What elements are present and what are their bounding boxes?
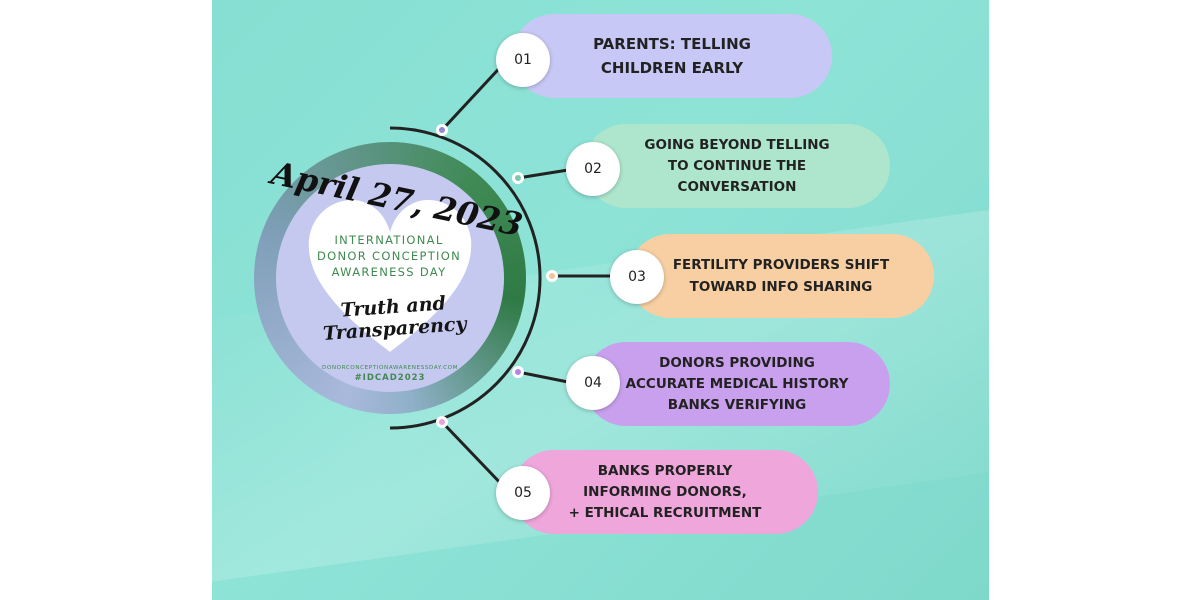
step-05-text: BANKS PROPERLY INFORMING DONORS, + ETHIC… bbox=[568, 462, 762, 521]
step-05-number-badge: 05 bbox=[496, 466, 550, 520]
connector-arc bbox=[389, 126, 542, 430]
heart-icon bbox=[308, 200, 472, 352]
event-title-line: INTERNATIONAL bbox=[334, 233, 444, 247]
step-04-number-badge: 04 bbox=[566, 356, 620, 410]
connector-line-02 bbox=[517, 168, 569, 180]
step-03-number-badge: 03 bbox=[610, 250, 664, 304]
step-02-text: GOING BEYOND TELLING TO CONTINUE THE CON… bbox=[644, 136, 830, 195]
connector-dot-05 bbox=[436, 416, 448, 428]
event-hashtag: #IDCAD2023 bbox=[354, 373, 426, 383]
step-04-text: DONORS PROVIDING ACCURATE MEDICAL HISTOR… bbox=[625, 354, 849, 413]
step-03-text: FERTILITY PROVIDERS SHIFT TOWARD INFO SH… bbox=[672, 257, 890, 295]
step-01-text: PARENTS: TELLING CHILDREN EARLY bbox=[593, 35, 751, 77]
connector-line-05 bbox=[440, 420, 509, 492]
step-04-number: 04 bbox=[584, 375, 602, 391]
connector-dot-04 bbox=[512, 366, 524, 378]
step-03-pill: FERTILITY PROVIDERS SHIFT TOWARD INFO SH… bbox=[628, 234, 934, 318]
step-03-number: 03 bbox=[628, 269, 646, 285]
event-website: DONORCONCEPTIONAWARENESSDAY.COM bbox=[321, 365, 459, 371]
connector-dot-01 bbox=[436, 124, 448, 136]
step-02-number-badge: 02 bbox=[566, 142, 620, 196]
event-title-line: AWARENESS DAY bbox=[331, 265, 447, 279]
step-02-pill: GOING BEYOND TELLING TO CONTINUE THE CON… bbox=[584, 124, 890, 208]
step-05-number: 05 bbox=[514, 485, 532, 501]
connector-line-04 bbox=[517, 370, 569, 384]
step-05-pill: BANKS PROPERLY INFORMING DONORS, + ETHIC… bbox=[512, 450, 818, 534]
step-02-number: 02 bbox=[584, 161, 602, 177]
connector-dot-03 bbox=[546, 270, 558, 282]
connector-dot-02 bbox=[512, 172, 524, 184]
step-01-pill: PARENTS: TELLING CHILDREN EARLY bbox=[512, 14, 832, 98]
infographic-panel: April 27, 2023 INTERNATIONAL DONOR CONCE… bbox=[212, 0, 989, 600]
event-title-line: DONOR CONCEPTION bbox=[317, 249, 461, 263]
connector-line-01 bbox=[440, 58, 509, 132]
connector-lines bbox=[389, 58, 616, 492]
event-title: INTERNATIONAL DONOR CONCEPTION AWARENESS… bbox=[294, 232, 484, 280]
badge-inner-circle bbox=[276, 164, 504, 392]
step-04-pill: DONORS PROVIDING ACCURATE MEDICAL HISTOR… bbox=[584, 342, 890, 426]
step-01-number-badge: 01 bbox=[496, 33, 550, 87]
step-01-number: 01 bbox=[514, 52, 532, 68]
